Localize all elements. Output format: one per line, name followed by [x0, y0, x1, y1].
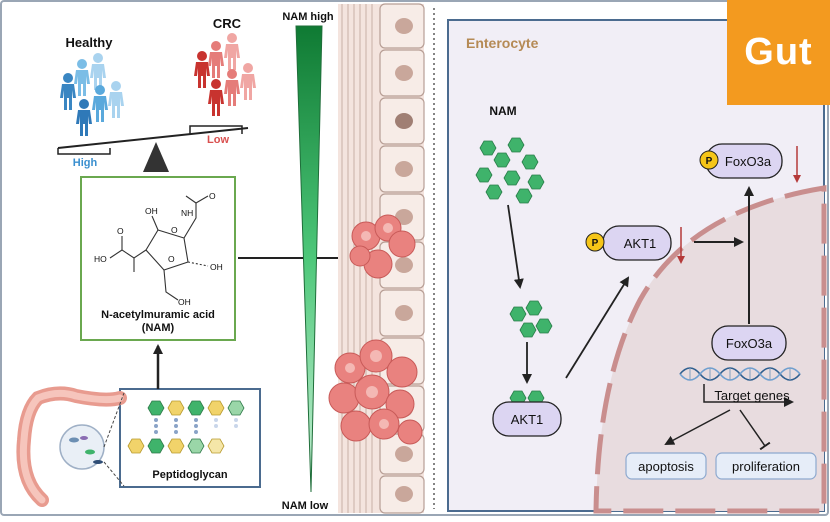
dna-helix-icon — [679, 367, 801, 381]
svg-text:OH: OH — [145, 206, 158, 216]
svg-text:NH: NH — [181, 208, 193, 218]
peptidoglycan-lattice — [127, 400, 245, 454]
healthy-label: Healthy — [66, 35, 114, 50]
apoptosis-label: apoptosis — [638, 459, 694, 474]
svg-text:OH: OH — [178, 297, 191, 307]
arrow-nam-to-pool — [507, 204, 524, 289]
nam-abbr: (NAM) — [142, 322, 175, 334]
foxo3a-nuclear-label: FoxO3a — [726, 336, 773, 351]
nam-structure-drawing — [109, 195, 209, 301]
svg-text:O: O — [171, 225, 178, 235]
nucleus — [593, 185, 827, 514]
nam-low-label: NAM low — [282, 500, 329, 512]
cell-nam-label: NAM — [489, 104, 516, 118]
gut-journal-badge: Gut — [727, 0, 830, 105]
nam-structure-box — [80, 176, 236, 341]
apoptosis-box — [625, 452, 707, 480]
proliferation-label: proliferation — [732, 459, 800, 474]
nam-high-label: NAM high — [282, 11, 334, 23]
foxo3a-nuclear-node — [711, 325, 787, 361]
svg-text:O: O — [168, 254, 175, 264]
phospho-akt1-label: P — [592, 238, 599, 249]
tumor-cluster-large — [328, 339, 423, 445]
svg-text:O: O — [117, 226, 124, 236]
low-label: Low — [207, 134, 229, 146]
svg-text:HO: HO — [94, 254, 107, 264]
akt1-bound-node — [492, 401, 562, 437]
crc-label: CRC — [213, 16, 242, 31]
akt1-bound-label: AKT1 — [511, 412, 544, 427]
phospho-foxo3a-icon — [699, 150, 719, 170]
nam-gradient-triangle — [295, 25, 323, 493]
epithelium-column — [328, 3, 425, 514]
nam-name: N-acetylmuramic acid — [101, 309, 215, 321]
nam-atom-labels: OH O NH O OH O OH O HO — [94, 191, 223, 307]
svg-text:OH: OH — [210, 262, 223, 272]
gut-badge-label: Gut — [744, 31, 813, 73]
pfoxo3a-label: FoxO3a — [725, 154, 772, 169]
inhibit-proliferation — [739, 409, 771, 451]
pakt1-label: AKT1 — [624, 236, 657, 251]
target-genes-label: Target genes — [714, 388, 790, 403]
high-label: High — [73, 157, 98, 169]
arrow-to-apoptosis — [664, 409, 731, 445]
peptidoglycan-label: Peptidoglycan — [152, 469, 227, 481]
target-genes-arrow — [703, 384, 794, 407]
arrow-akt1-to-pakt1 — [565, 276, 630, 379]
phospho-foxo3a-label: P — [706, 156, 713, 167]
enterocyte-label: Enterocyte — [466, 35, 539, 51]
balance-scale — [57, 125, 249, 172]
colon-icon — [16, 386, 127, 507]
proliferation-box — [715, 452, 817, 480]
phospho-akt1-icon — [585, 232, 605, 252]
svg-text:O: O — [209, 191, 216, 201]
